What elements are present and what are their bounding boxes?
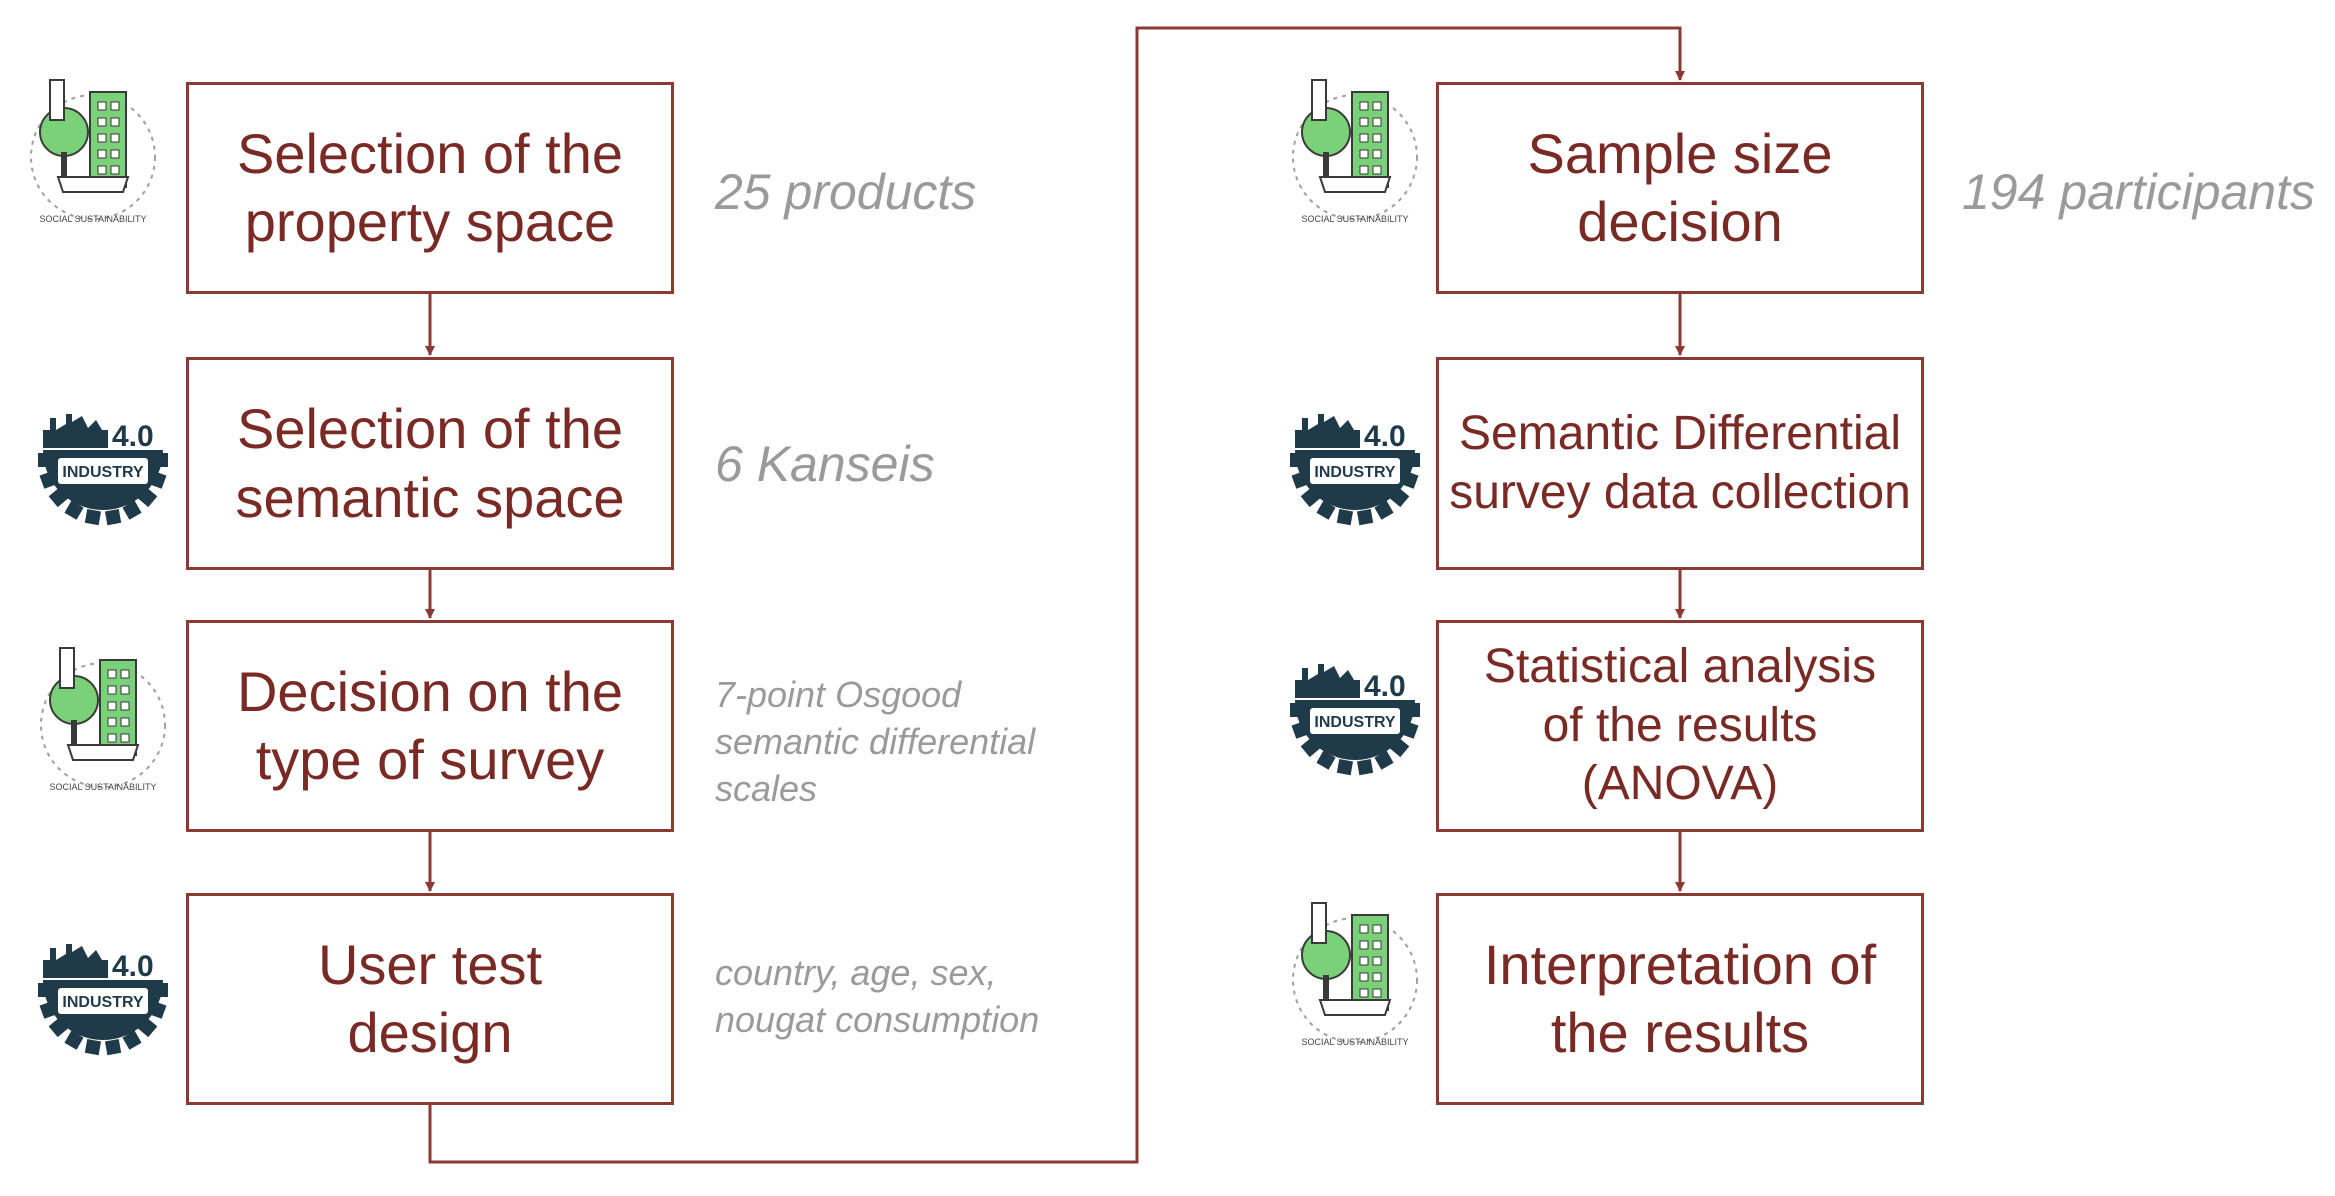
sustainability-label-text: SOCIAL SUSTAINABILITY [1301,214,1408,224]
step-3-note-line: semantic differential [715,720,1036,762]
step-8-line2: the results [1550,1001,1810,1064]
step-4-line1: User test [317,932,543,996]
step-3-line1: Decision on the [236,659,623,723]
industry-badge-text: 4.0 [112,950,154,983]
step-4-note-line: nougat consumption [715,998,1040,1040]
industry-label-text: INDUSTRY [1314,714,1396,731]
industry-label-text: INDUSTRY [62,994,144,1011]
step-3-note-line: scales [715,767,818,809]
social-sustainability-icon: SOCIAL SUSTAINABILITY [1292,79,1418,224]
step-2-line2: semantic space [235,465,625,529]
step-6-line2: survey data collection [1449,465,1911,519]
step-5-note: 194 participants [1962,164,2316,220]
step-3-note-line: 7-point Osgood [715,674,962,715]
industry-badge-text: 4.0 [112,420,154,453]
step-1-line2: property space [244,190,616,253]
step-7-line2: of the results (ANOVA) [1542,698,1818,811]
step-4-note: country, age, sex, nougat consumption [715,950,1039,1044]
industry-label-text: INDUSTRY [1314,464,1396,481]
step-4-note-line: country, age, sex, [715,952,997,993]
step-2-note: 6 Kanseis [715,436,935,492]
step-8-line1: Interpretation of [1483,932,1877,996]
arrow-connector-link [428,26,1685,1164]
industry-badge-text: 4.0 [1364,420,1406,453]
step-1-line1: Selection of the [236,121,624,185]
sustainability-label-text: SOCIAL SUSTAINABILITY [39,214,146,224]
industry-label-text: INDUSTRY [62,464,144,481]
step-5-line1: Sample size [1527,121,1833,185]
social-sustainability-icon: SOCIAL SUSTAINABILITY [1292,902,1418,1047]
social-sustainability-icon: SOCIAL SUSTAINABILITY [40,647,166,792]
sustainability-label-text: SOCIAL SUSTAINABILITY [49,782,156,792]
industry-badge-text: 4.0 [1364,670,1406,703]
step-3-note: 7-point Osgood semantic differential scale… [715,672,1035,812]
step-5-line2: decision [1577,190,1783,253]
step-2-line1: Selection of the [236,397,624,461]
step-1-note: 25 products [715,164,977,220]
step-7-line1: Statistical analysis [1483,640,1877,694]
social-sustainability-icon: SOCIAL SUSTAINABILITY [30,79,156,224]
step-6-line1: Semantic Differential [1459,406,1901,460]
step-3-line2: type of survey [255,728,605,791]
sustainability-label-text: SOCIAL SUSTAINABILITY [1301,1037,1408,1047]
step-4-line2: design [347,1001,513,1064]
